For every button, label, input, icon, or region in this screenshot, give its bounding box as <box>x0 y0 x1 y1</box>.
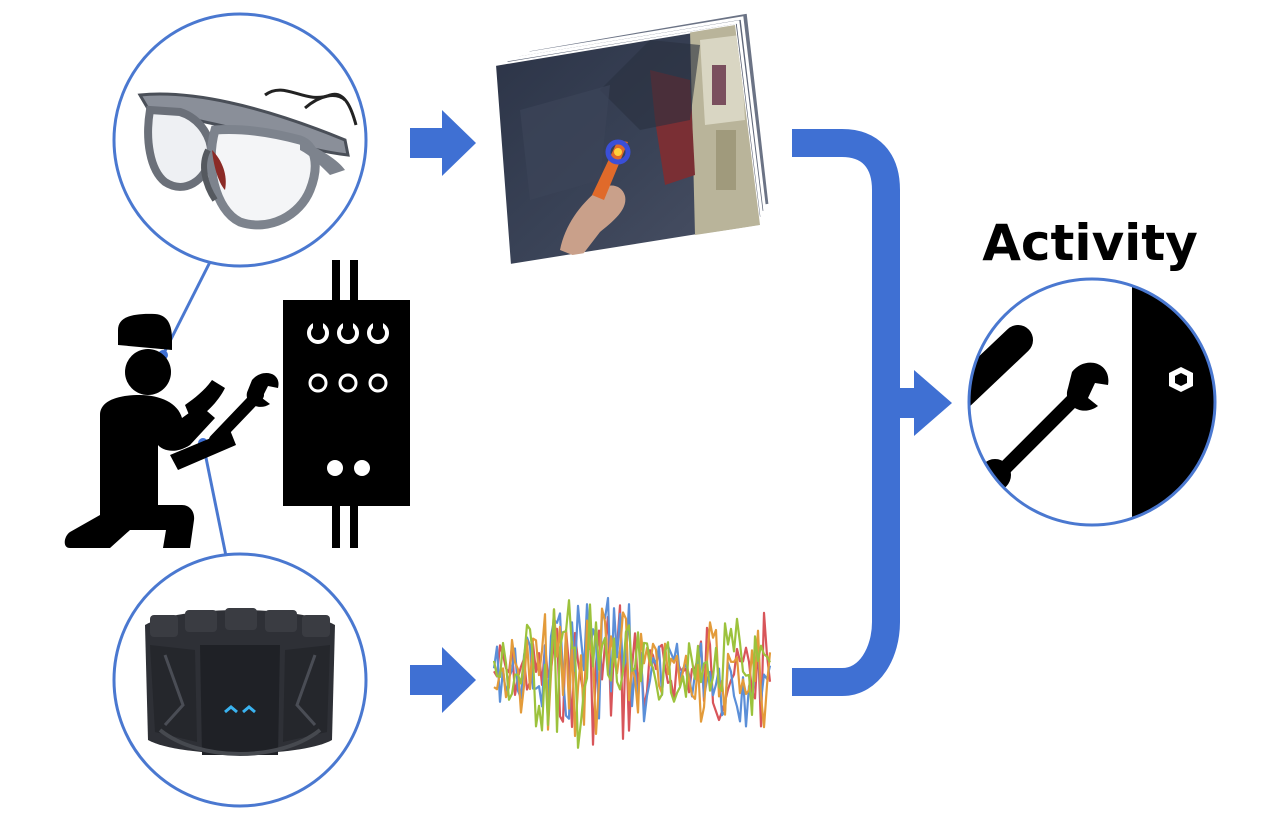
arrow-armband-to-signal <box>410 647 476 713</box>
worker-with-wrench-icon <box>64 313 236 548</box>
switchboard-icon <box>283 260 410 548</box>
armband-icon <box>145 608 335 756</box>
arrow-glasses-to-video <box>410 110 476 176</box>
glasses-sensor-node <box>112 12 368 268</box>
glasses-icon <box>137 88 358 230</box>
armband-sensor-node <box>112 552 368 808</box>
armband-connector-line <box>201 442 228 557</box>
output-activity-label: Activity <box>982 214 1198 272</box>
activity-result-node <box>967 277 1217 527</box>
fusion-connector <box>792 129 952 696</box>
egocentric-video-frames <box>493 10 772 267</box>
multichannel-signal-waveform <box>492 596 772 749</box>
hand-wrench-icon <box>209 373 279 446</box>
